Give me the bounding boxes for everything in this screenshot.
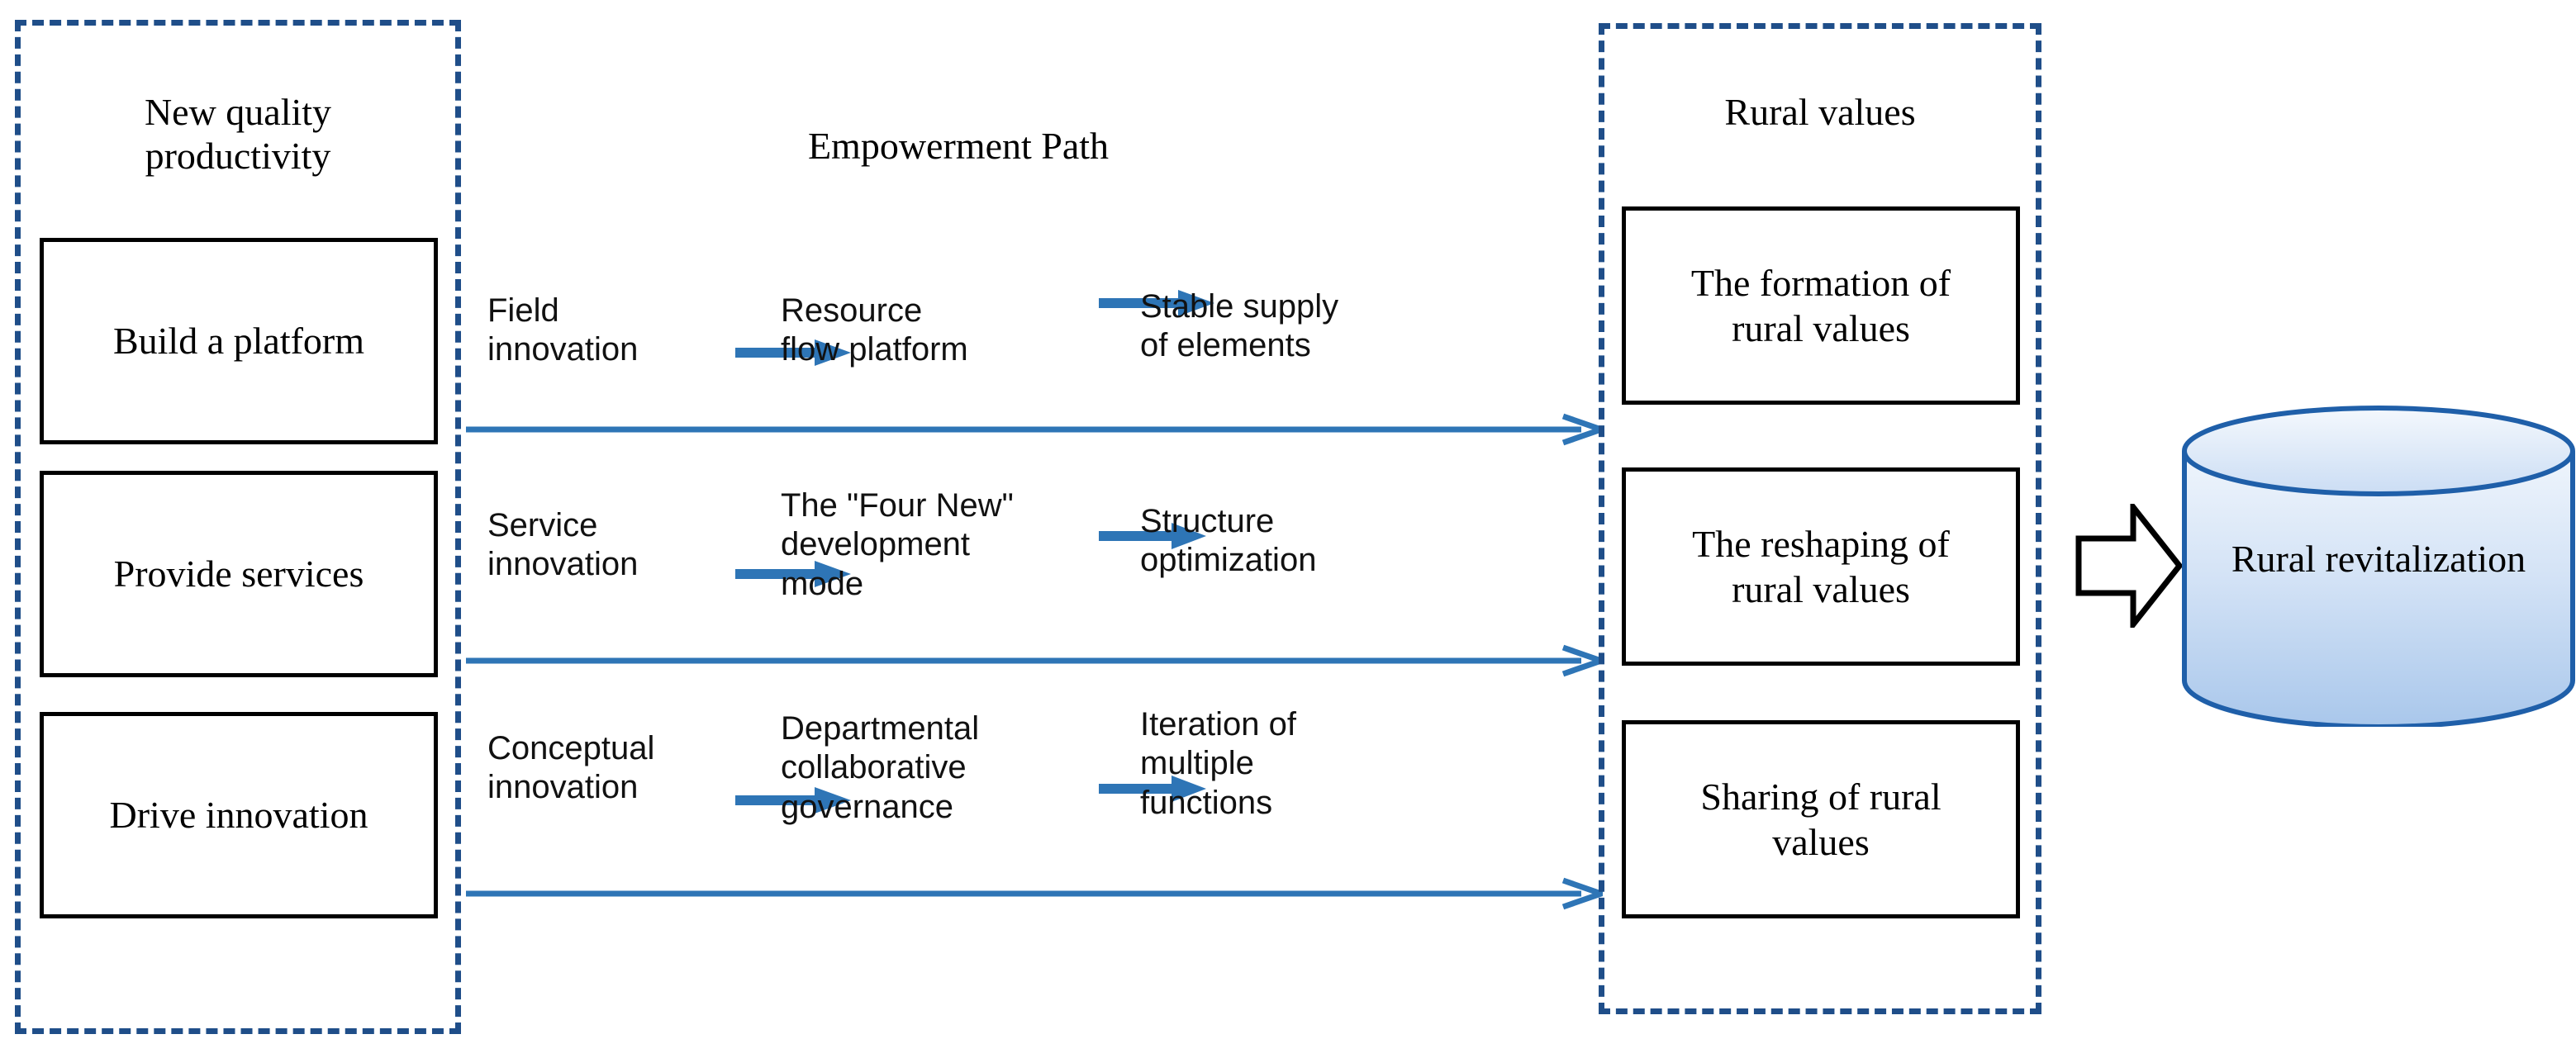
arrow-right-icon xyxy=(735,339,851,367)
right-box-sharing-of-rural-values[interactable]: Sharing of rural values xyxy=(1622,720,2020,918)
path-node-stable-supply-of-elements: Stable supply of elements xyxy=(1140,287,1339,363)
path-node-four-new-development-mode: The "Four New" development mode xyxy=(781,487,1014,602)
left-box-build-a-platform[interactable]: Build a platform xyxy=(40,238,438,444)
arrow-right-icon xyxy=(735,560,851,588)
left-group-title: New quality productivity xyxy=(144,91,332,177)
left-box-provide-services[interactable]: Provide services xyxy=(40,471,438,677)
path-node-conceptual-innovation: Conceptual innovation xyxy=(487,729,655,805)
arrow-right-icon xyxy=(1099,289,1214,317)
connector-arrow-row-3 xyxy=(464,877,1603,910)
connector-arrow-row-1 xyxy=(464,413,1603,446)
path-node-resource-flow-platform: Resource flow platform xyxy=(781,292,968,368)
arrow-right-icon xyxy=(1099,522,1206,550)
arrow-right-icon xyxy=(735,786,851,814)
right-box-reshaping-of-rural-values[interactable]: The reshaping of rural values xyxy=(1622,467,2020,666)
left-box-drive-innovation[interactable]: Drive innovation xyxy=(40,712,438,918)
arrow-right-icon xyxy=(1099,775,1206,803)
connector-arrow-row-2 xyxy=(464,644,1603,677)
rural-revitalization-cylinder[interactable] xyxy=(2181,405,2576,727)
block-arrow-right-icon xyxy=(2075,504,2183,628)
path-node-service-innovation: Service innovation xyxy=(487,506,639,582)
empowerment-path-row-3: Conceptual innovation Departmental colla… xyxy=(487,686,1603,875)
right-box-formation-of-rural-values[interactable]: The formation of rural values xyxy=(1622,206,2020,405)
empowerment-path-row-1: Field innovation Resource flow platform … xyxy=(487,248,1603,438)
empowerment-path-row-2: Service innovation The "Four New" develo… xyxy=(487,463,1603,652)
right-group-title: Rural values xyxy=(1724,91,1916,133)
path-node-field-innovation: Field innovation xyxy=(487,292,639,368)
empowerment-path-title: Empowerment Path xyxy=(807,125,1110,167)
new-quality-productivity-group xyxy=(15,20,461,1034)
rural-values-group xyxy=(1599,23,2041,1014)
path-node-departmental-collaborative-governance: Departmental collaborative governance xyxy=(781,710,980,825)
path-node-structure-optimization: Structure optimization xyxy=(1140,502,1317,578)
path-node-iteration-of-multiple-functions: Iteration of multiple functions xyxy=(1140,706,1297,821)
